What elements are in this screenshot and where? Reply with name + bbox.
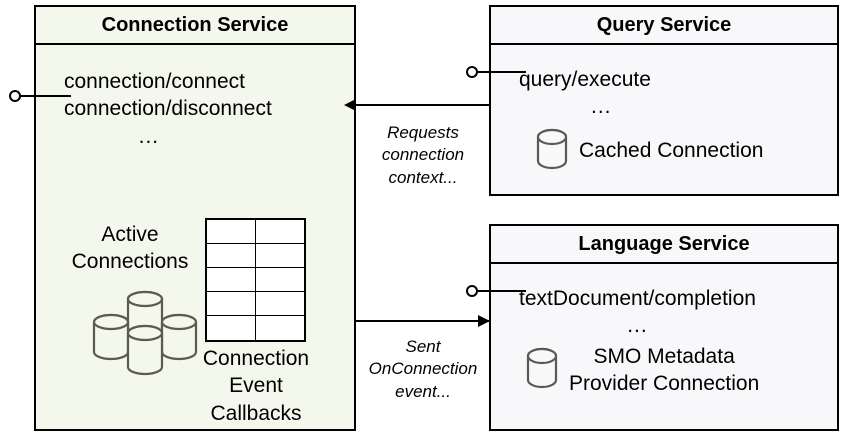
endpoint-ellipsis: ... bbox=[138, 124, 160, 148]
endpoint-connection-connect: connection/connect bbox=[64, 70, 245, 93]
language-service-endpoint-list: textDocument/completion ... bbox=[519, 285, 756, 340]
smo-metadata-label: SMO Metadata Provider Connection bbox=[569, 344, 759, 398]
active-connections-label-line-2: Connections bbox=[71, 250, 189, 274]
endpoint-query-execute: query/execute bbox=[519, 68, 651, 91]
smo-metadata-provider-connection-row: SMO Metadata Provider Connection bbox=[525, 344, 759, 398]
grid-cell bbox=[207, 292, 256, 316]
connector-requests-connection-context-label: Requests connection context... bbox=[362, 122, 484, 189]
lollipop-ball-icon bbox=[9, 90, 21, 102]
active-connections-label-line-1: Active bbox=[101, 223, 159, 246]
component-language-service[interactable]: Language Service textDocument/completion… bbox=[489, 224, 839, 431]
cached-connection-label: Cached Connection bbox=[579, 139, 764, 163]
grid-cell bbox=[255, 220, 304, 244]
connector-sent-onconnection-event-line bbox=[356, 320, 490, 322]
grid-cell bbox=[256, 316, 305, 340]
language-service-body: textDocument/completion ... SMO Metadata… bbox=[491, 264, 837, 429]
grid-cell bbox=[207, 316, 256, 340]
connection-service-body: connection/connect connection/disconnect… bbox=[36, 45, 354, 429]
component-query-service[interactable]: Query Service query/execute ... Cached C… bbox=[489, 5, 839, 196]
query-service-endpoint-list: query/execute ... bbox=[519, 66, 651, 121]
query-service-body: query/execute ... Cached Connection bbox=[491, 45, 837, 194]
callbacks-label-line-1: Connection bbox=[202, 347, 310, 370]
grid-cell bbox=[255, 292, 304, 316]
grid-cell bbox=[255, 244, 304, 268]
lollipop-stem bbox=[478, 290, 526, 292]
endpoint-ellipsis: ... bbox=[627, 314, 648, 338]
language-service-title: Language Service bbox=[491, 226, 837, 264]
grid-cell bbox=[207, 268, 256, 292]
grid-cell bbox=[207, 244, 256, 268]
connector-sent-onconnection-event-arrowhead bbox=[478, 315, 490, 327]
active-connections-label: Active Connections bbox=[54, 221, 206, 276]
cached-connection-row: Cached Connection bbox=[535, 127, 763, 176]
query-service-title: Query Service bbox=[491, 7, 837, 45]
database-stack-icon bbox=[86, 285, 204, 382]
endpoint-textdocument-completion: textDocument/completion bbox=[519, 287, 756, 310]
database-cylinder-icon bbox=[535, 127, 569, 176]
sent-label-line-2: OnConnection bbox=[368, 359, 478, 379]
requests-label-line-2: connection bbox=[381, 145, 465, 165]
lollipop-stem bbox=[478, 71, 526, 73]
lollipop-stem bbox=[21, 95, 71, 97]
connection-service-endpoint-list: connection/connect connection/disconnect… bbox=[64, 68, 272, 150]
connector-requests-connection-context-line bbox=[356, 104, 490, 106]
sent-label-line-3: event... bbox=[395, 381, 451, 401]
smo-metadata-label-line-2: Provider Connection bbox=[569, 371, 760, 395]
endpoint-connection-disconnect: connection/disconnect bbox=[64, 97, 272, 121]
grid-cell bbox=[207, 220, 256, 244]
database-cylinder-icon bbox=[525, 346, 559, 395]
grid-cell bbox=[255, 268, 304, 292]
endpoint-ellipsis: ... bbox=[591, 95, 612, 119]
component-connection-service[interactable]: Connection Service connection/connect co… bbox=[34, 5, 356, 431]
callbacks-label-line-3: Callbacks bbox=[210, 401, 302, 425]
lollipop-ball-icon bbox=[466, 285, 478, 297]
callbacks-label-line-2: Event bbox=[229, 374, 283, 398]
lollipop-ball-icon bbox=[466, 66, 478, 78]
connector-requests-connection-context-arrowhead bbox=[344, 99, 356, 111]
connector-sent-onconnection-event-label: Sent OnConnection event... bbox=[356, 336, 490, 403]
requests-label-line-1: Requests bbox=[387, 123, 459, 142]
requests-label-line-3: context... bbox=[388, 167, 458, 187]
smo-metadata-label-line-1: SMO Metadata bbox=[593, 345, 735, 368]
connection-service-title: Connection Service bbox=[36, 7, 354, 45]
table-grid-icon bbox=[205, 218, 306, 342]
connection-event-callbacks-label: Connection Event Callbacks bbox=[186, 345, 326, 427]
sent-label-line-1: Sent bbox=[405, 337, 441, 356]
